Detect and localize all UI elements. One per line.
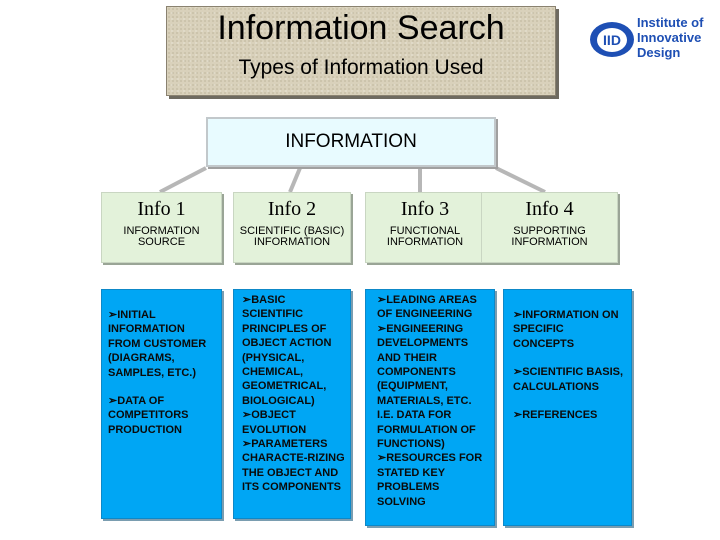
info3-item: ➢RESOURCES FOR STATED KEY PROBLEMS SOLVI… (377, 452, 483, 508)
info1-panel: ➢INITIAL INFORMATION FROM CUSTOMER (DIAG… (101, 289, 222, 519)
info4-item: ➢INFORMATION ON SPECIFIC CONCEPTS (513, 309, 619, 350)
info1-title: Info 1 (137, 198, 186, 220)
iid-logo-icon: IID (590, 22, 634, 57)
info3-panel: ➢LEADING AREAS OF ENGINEERING ➢ENGINEERI… (365, 289, 495, 526)
info2-title: Info 2 (267, 198, 317, 220)
info2-header: Info 2 SCIENTIFIC (BASIC) INFORMATION (233, 192, 351, 263)
info1-subtitle: INFORMATION SOURCE (123, 225, 200, 248)
page-subtitle: Types of Information Used (238, 56, 484, 79)
logo-text-line2: Innovative (637, 30, 702, 45)
info2-subtitle: SCIENTIFIC (BASIC) INFORMATION (239, 225, 345, 248)
info4-header: Info 4 SUPPORTING INFORMATION (481, 192, 618, 263)
info4-title: Info 4 (525, 198, 574, 220)
info3-title: Info 3 (400, 198, 450, 220)
info3-header: Info 3 FUNCTIONAL INFORMATION (365, 192, 485, 263)
logo-mark: IID (597, 27, 627, 52)
title-panel (166, 6, 556, 96)
info3-subtitle: FUNCTIONAL INFORMATION (386, 225, 464, 248)
info1-header: Info 1 INFORMATION SOURCE (101, 192, 222, 263)
info4-panel: ➢INFORMATION ON SPECIFIC CONCEPTS ➢SCIEN… (503, 289, 632, 526)
info4-subtitle: SUPPORTING INFORMATION (511, 225, 588, 248)
info1-item: ➢INITIAL INFORMATION FROM CUSTOMER (DIAG… (108, 309, 207, 379)
info2-item: ➢PARAMETERS CHARACTE-RIZING THE OBJECT A… (242, 438, 345, 494)
connector-info1 (159, 166, 207, 194)
info1-item: ➢DATA OF COMPETITORS PRODUCTION (108, 395, 189, 436)
info2-panel: ➢BASIC SCIENTIFIC PRINCIPLES OF OBJECT A… (233, 289, 351, 519)
page-title: Information Search (217, 9, 505, 47)
logo-text-line1: Institute of (637, 15, 704, 30)
logo-text-line3: Design (637, 45, 681, 60)
info3-item: ➢ENGINEERING DEVELOPMENTS AND THEIR COMP… (377, 322, 476, 451)
info4-item: ➢REFERENCES (513, 409, 598, 422)
info4-item: ➢SCIENTIFIC BASIS, CALCULATIONS (513, 366, 624, 393)
connector-info4 (495, 166, 546, 194)
info3-item: ➢LEADING AREAS OF ENGINEERING (377, 294, 477, 321)
root-information-box: INFORMATION (206, 117, 496, 167)
connector-info2 (288, 167, 302, 193)
info2-item: ➢BASIC SCIENTIFIC PRINCIPLES OF OBJECT A… (242, 294, 332, 407)
info2-item: ➢OBJECT EVOLUTION (242, 409, 307, 436)
